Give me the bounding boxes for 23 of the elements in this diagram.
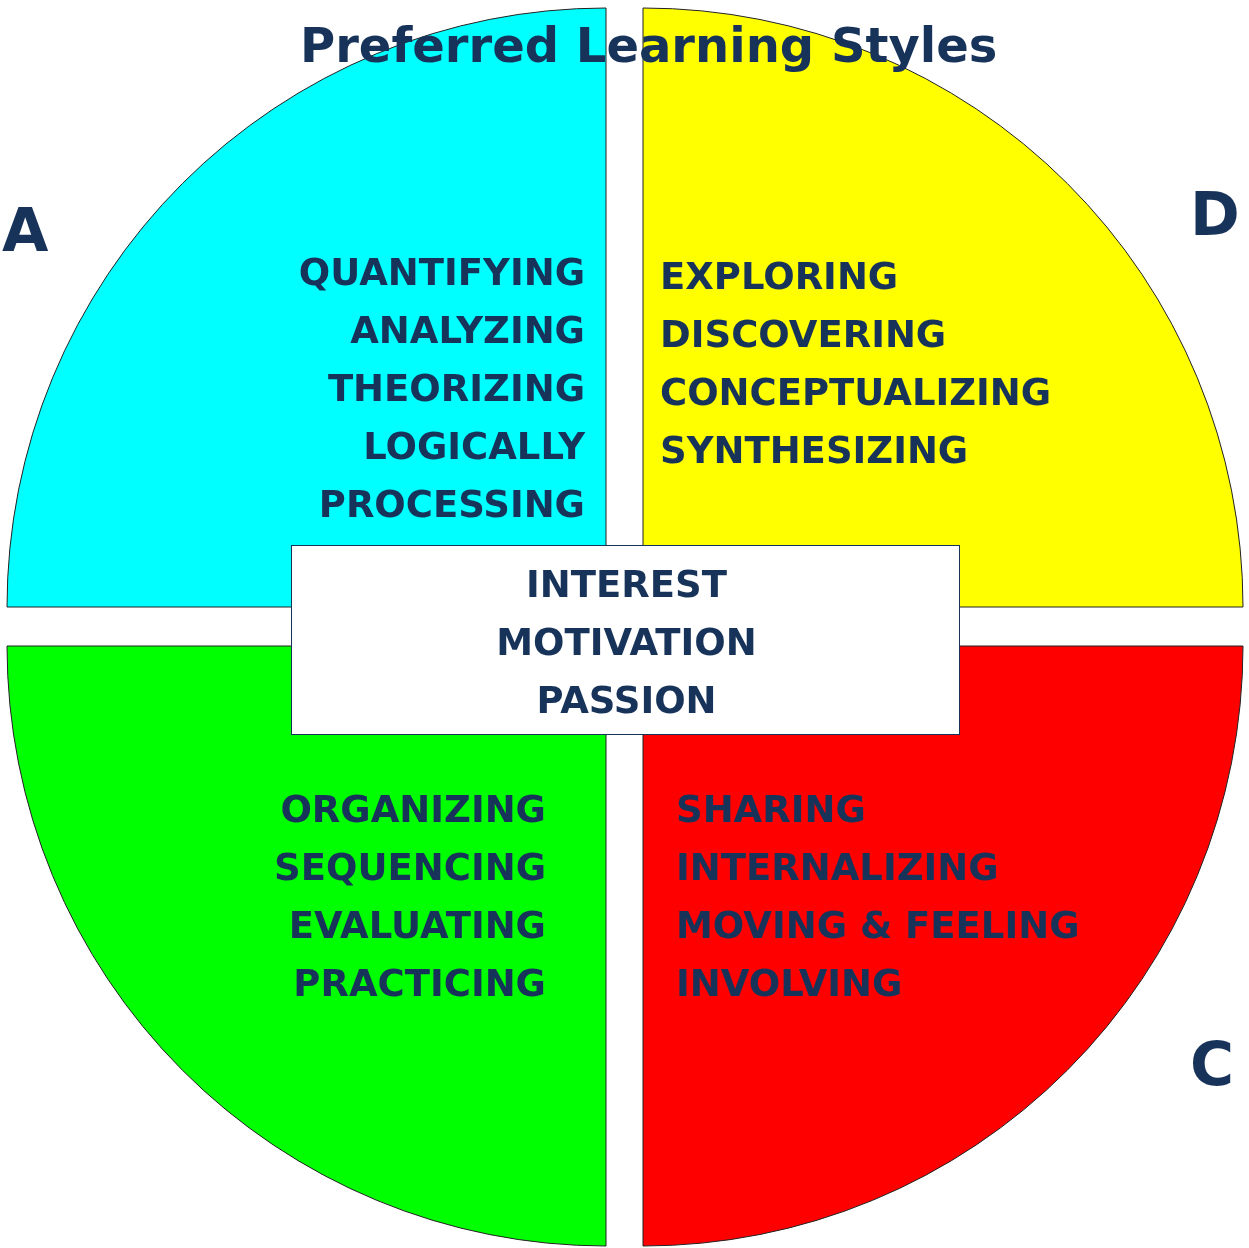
quadrant-text: EXPLORING: [660, 254, 899, 300]
quadrant-text: SYNTHESIZING: [660, 428, 969, 474]
quadrant-text: ORGANIZING: [280, 787, 546, 833]
quadrant-text: ANALYZING: [350, 308, 585, 354]
quadrant-text: CONCEPTUALIZING: [660, 370, 1052, 416]
quadrant-text: INVOLVING: [676, 961, 903, 1007]
quadrant-text: PRACTICING: [293, 961, 546, 1007]
quadrant-text: EVALUATING: [288, 903, 546, 949]
center-text: PASSION: [536, 678, 717, 724]
center-text: INTEREST: [526, 562, 727, 608]
quadrant-letter: D: [1190, 178, 1240, 251]
quadrant-text: DISCOVERING: [660, 312, 947, 358]
quadrant-text: QUANTIFYING: [298, 250, 585, 296]
quadrant-text: LOGICALLY PROCESSING: [317, 424, 585, 528]
quadrant-text: THEORIZING: [327, 366, 585, 412]
quadrant-text: MOVING & FEELING: [676, 903, 1080, 949]
quadrant-text: SEQUENCING: [274, 845, 546, 891]
quadrant-letter: C: [1190, 1028, 1235, 1101]
center-box: [291, 545, 960, 735]
quadrant-text: INTERNALIZING: [676, 845, 999, 891]
quadrant-text: SHARING: [676, 787, 866, 833]
quadrant-letter: A: [2, 194, 49, 267]
center-text: MOTIVATION: [496, 620, 757, 666]
